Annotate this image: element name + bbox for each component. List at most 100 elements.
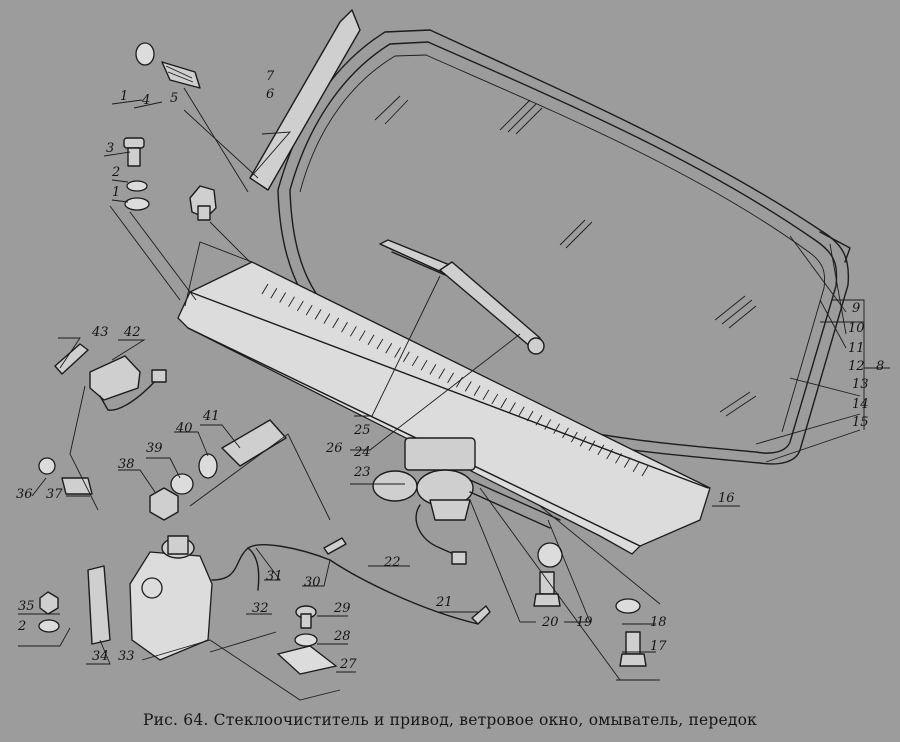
vent-slot xyxy=(376,338,384,350)
label-12: 12 xyxy=(848,359,865,374)
screw-washers xyxy=(123,137,150,211)
vent-slot xyxy=(526,410,534,422)
vent-slot xyxy=(491,393,499,405)
label-41: 41 xyxy=(202,409,220,424)
label-34: 34 xyxy=(92,649,109,664)
label-11: 11 xyxy=(848,341,865,356)
label-32: 32 xyxy=(252,601,269,616)
label-14: 14 xyxy=(852,397,869,412)
label-5: 5 xyxy=(170,91,178,106)
label-33: 33 xyxy=(118,649,135,664)
vent-slot xyxy=(305,304,313,316)
label-1b: 1 xyxy=(112,185,120,200)
label-24: 24 xyxy=(353,445,371,460)
label-22: 22 xyxy=(383,555,401,570)
vent-slot xyxy=(367,334,375,346)
label-2b: 2 xyxy=(17,619,26,634)
label-23: 23 xyxy=(353,465,371,480)
vent-slot xyxy=(385,343,393,354)
vent-slot xyxy=(288,296,295,307)
vent-slot xyxy=(597,444,605,456)
washer-nozzle xyxy=(149,419,287,521)
vent-slot xyxy=(394,347,401,358)
label-16: 16 xyxy=(718,491,735,506)
label-20: 20 xyxy=(541,615,559,630)
leader-lines xyxy=(18,87,890,701)
vent-slot xyxy=(332,317,340,329)
vent-slot xyxy=(482,389,490,401)
label-7: 7 xyxy=(266,69,275,84)
label-19: 19 xyxy=(576,615,593,630)
vent-slot xyxy=(411,355,419,367)
vent-slot xyxy=(562,427,569,439)
label-25: 25 xyxy=(353,423,371,438)
vent-slot xyxy=(570,431,578,443)
vent-slot xyxy=(641,465,649,477)
wiper-motor xyxy=(372,437,561,565)
label-18: 18 xyxy=(650,615,667,630)
label-17: 17 xyxy=(650,639,667,654)
cowl-panel xyxy=(177,261,711,555)
vent-slot xyxy=(500,398,507,409)
label-1a: 1 xyxy=(120,89,128,104)
label-40: 40 xyxy=(175,421,193,436)
vent-slot xyxy=(314,309,322,320)
vent-slot xyxy=(341,321,348,333)
vent-slot xyxy=(464,381,472,392)
vent-slot xyxy=(509,402,516,413)
label-38: 38 xyxy=(118,457,135,472)
vent-slot xyxy=(606,448,614,460)
vent-slot xyxy=(623,457,631,468)
vent-slot xyxy=(261,283,269,295)
vent-slot xyxy=(544,419,552,430)
vent-slot xyxy=(579,436,587,447)
vent-slot xyxy=(473,385,481,396)
vent-slot xyxy=(632,461,640,472)
label-9: 9 xyxy=(852,301,860,316)
part-number-labels: 1 4 5 7 6 3 2 1 43 42 41 40 39 38 36 37 … xyxy=(16,69,884,672)
vent-slot xyxy=(438,368,446,379)
vent-slot xyxy=(349,326,357,337)
vent-slot xyxy=(323,313,331,324)
label-35: 35 xyxy=(18,599,35,614)
label-39: 39 xyxy=(146,441,163,456)
vent-slot xyxy=(358,330,366,341)
vent-slot xyxy=(447,372,454,384)
label-15: 15 xyxy=(852,415,869,430)
label-37: 37 xyxy=(46,487,63,502)
label-6: 6 xyxy=(266,87,274,102)
label-4: 4 xyxy=(141,93,150,108)
label-43: 43 xyxy=(91,325,109,340)
label-31: 31 xyxy=(266,569,283,584)
label-2a: 2 xyxy=(111,165,120,180)
vent-slot xyxy=(403,351,410,362)
vent-slot xyxy=(270,288,278,299)
label-13: 13 xyxy=(852,377,869,392)
top-left-fasteners xyxy=(135,9,361,221)
vent-slot xyxy=(296,300,304,312)
vent-slot xyxy=(553,423,561,434)
vent-slot xyxy=(429,364,437,375)
label-28: 28 xyxy=(333,629,351,644)
label-3: 3 xyxy=(106,141,114,156)
clamp-27-29 xyxy=(276,605,338,675)
label-21: 21 xyxy=(435,595,453,610)
vent-slot xyxy=(279,292,287,303)
figure-caption: Рис. 64. Стеклоочиститель и привод, ветр… xyxy=(142,711,758,729)
vent-slot xyxy=(615,453,622,464)
relay-bracket xyxy=(54,343,167,411)
vent-slot xyxy=(535,414,543,426)
label-42: 42 xyxy=(123,325,141,340)
vent-slot xyxy=(420,359,428,371)
label-30: 30 xyxy=(304,575,321,590)
vent-slot xyxy=(517,406,525,417)
bolts-17-20 xyxy=(533,542,647,667)
vent-slot xyxy=(588,440,596,451)
label-26: 26 xyxy=(325,441,343,456)
reservoir-bracket xyxy=(38,565,111,645)
washer-reservoir xyxy=(129,535,491,661)
label-10: 10 xyxy=(848,321,865,336)
label-29: 29 xyxy=(333,601,351,616)
wiper-arm-blade xyxy=(379,239,545,355)
